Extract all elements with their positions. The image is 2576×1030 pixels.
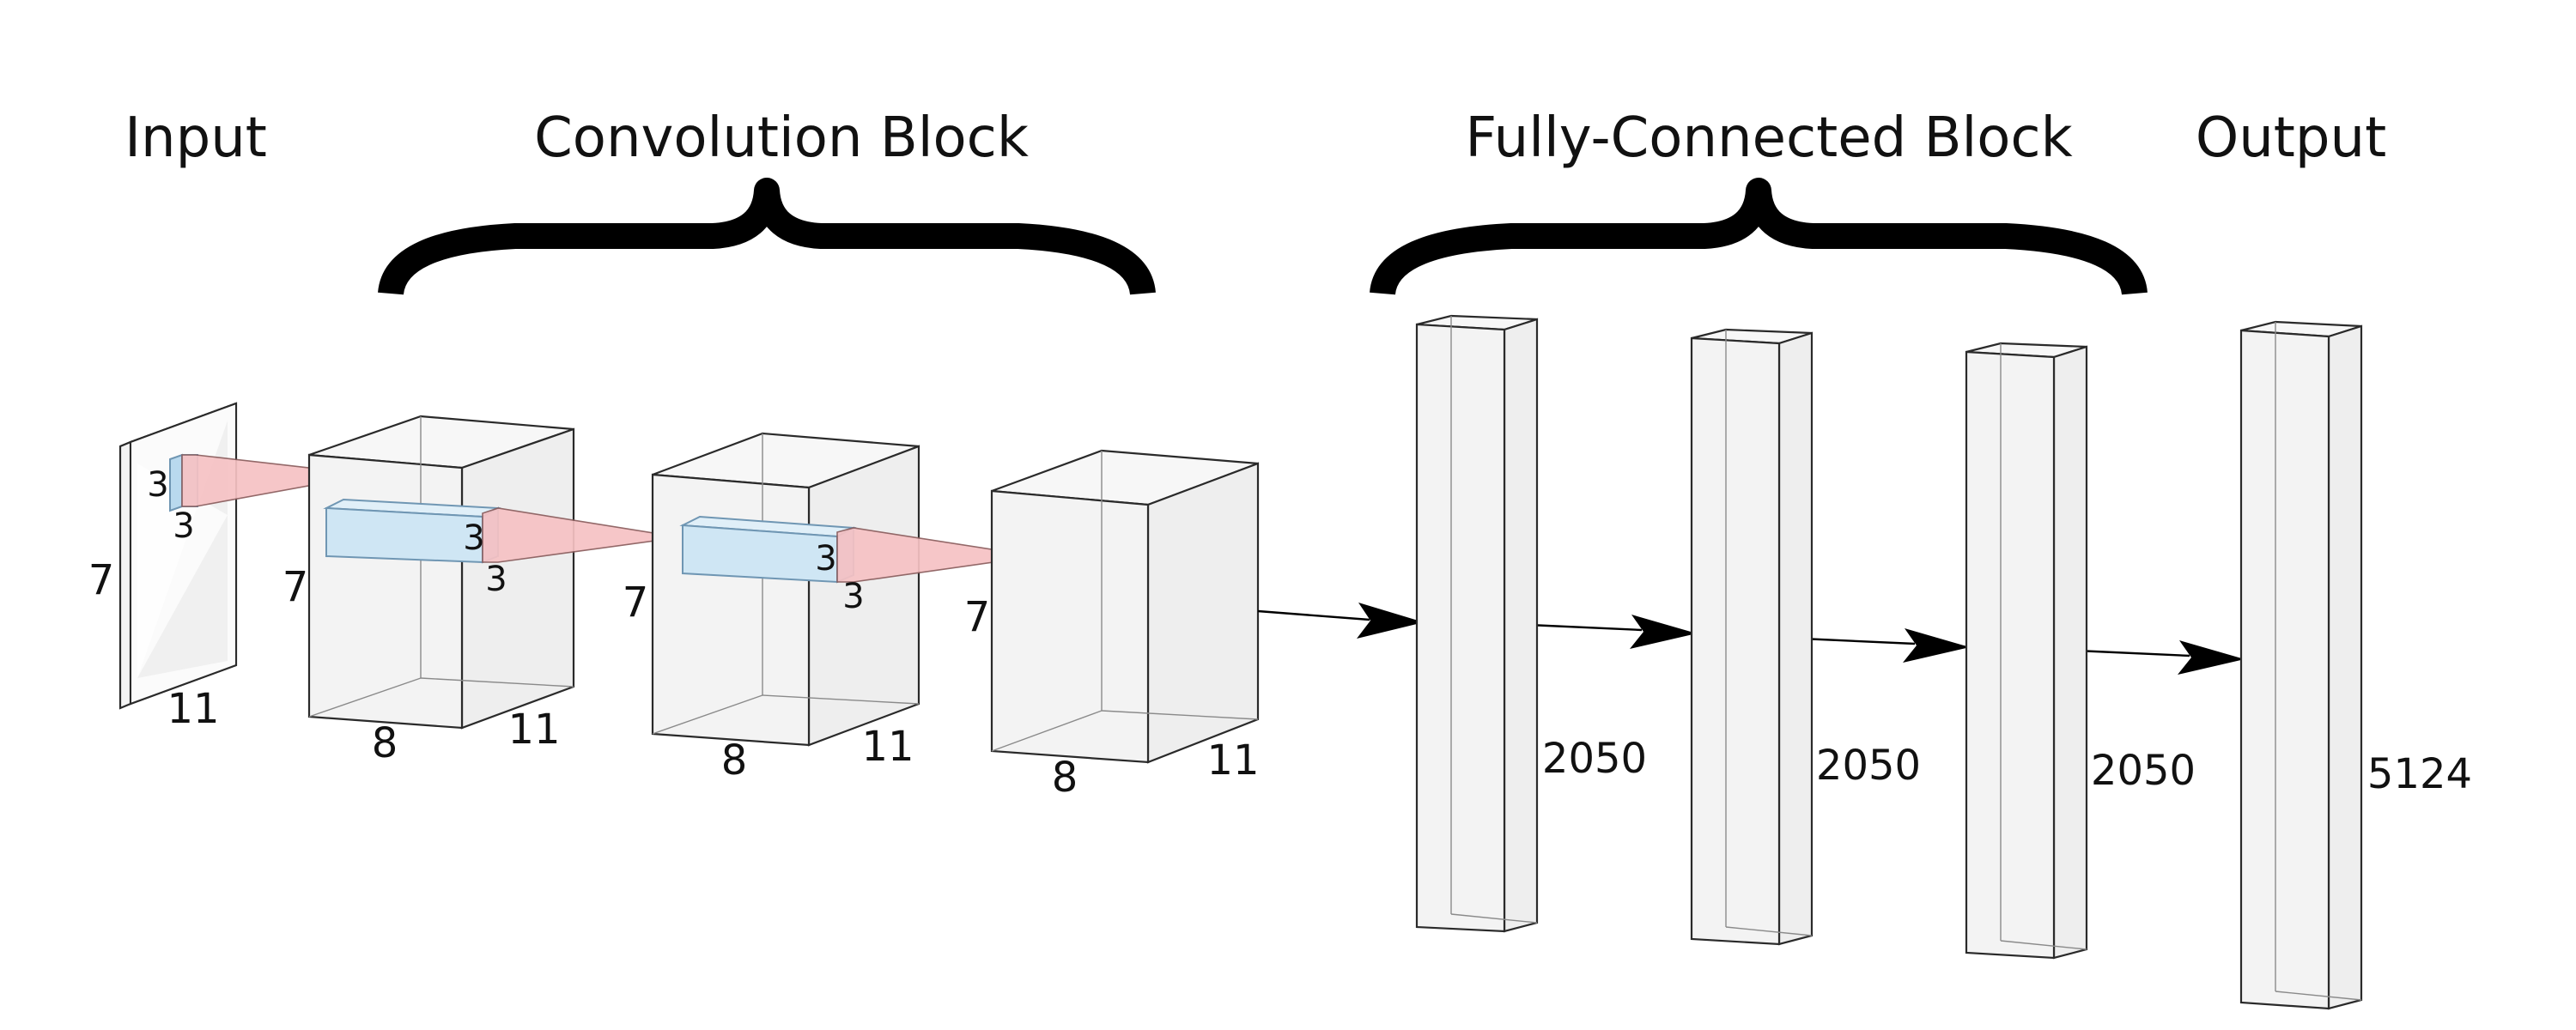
output-title: Output	[2196, 106, 2386, 170]
conv-3-depth-label: 11	[1206, 736, 1259, 785]
conv-layer-2	[651, 432, 920, 747]
fc-layer-1	[1415, 314, 1539, 933]
conv-layer-1	[307, 415, 575, 730]
convolution-block-title: Convolution Block	[534, 106, 1029, 170]
fc-1-units-label: 2050	[1542, 735, 1647, 783]
kernel-2-height-label: 3	[463, 518, 484, 558]
arrow-fc2-to-fc3	[1801, 628, 1970, 663]
fc-layer-2	[1690, 328, 1814, 946]
fully-connected-block-brace	[1370, 178, 2148, 296]
output-layer	[2239, 320, 2363, 1010]
conv-1-height-label: 7	[283, 563, 309, 611]
conv-2-width-label: 8	[721, 736, 748, 785]
input-width-label: 11	[167, 685, 219, 733]
arrow-fc3-to-output	[2075, 640, 2245, 675]
conv-2-height-label: 7	[623, 579, 649, 627]
arrow-conv-to-fc1	[1257, 603, 1424, 639]
kernel-3-height-label: 3	[815, 539, 836, 579]
conv-2-depth-label: 11	[861, 723, 914, 771]
kernel-1-height-label: 3	[147, 465, 168, 505]
conv-3-height-label: 7	[964, 593, 991, 641]
kernel-3-width-label: 3	[842, 577, 864, 616]
input-layer	[118, 402, 238, 710]
conv-1-depth-label: 11	[507, 706, 560, 754]
receptive-field-cone-3	[836, 527, 1036, 583]
receptive-field-cone-1	[181, 454, 370, 507]
convolution-block-brace	[378, 178, 1156, 296]
input-title: Input	[125, 106, 267, 170]
output-units-label: 5124	[2367, 750, 2472, 798]
fully-connected-block-title: Fully-Connected Block	[1465, 106, 2072, 170]
input-height-label: 7	[88, 556, 115, 604]
receptive-field-cone-2	[482, 507, 681, 563]
fc-layer-3	[1965, 342, 2088, 960]
kernel-1-width-label: 3	[173, 506, 194, 546]
conv-layer-3	[990, 449, 1260, 764]
fc-2-units-label: 2050	[1816, 742, 1921, 790]
kernel-2-width-label: 3	[485, 560, 507, 599]
fc-3-units-label: 2050	[2091, 747, 2196, 795]
arrow-fc1-to-fc2	[1528, 615, 1697, 649]
conv-1-width-label: 8	[372, 719, 398, 767]
conv-3-width-label: 8	[1052, 754, 1078, 802]
